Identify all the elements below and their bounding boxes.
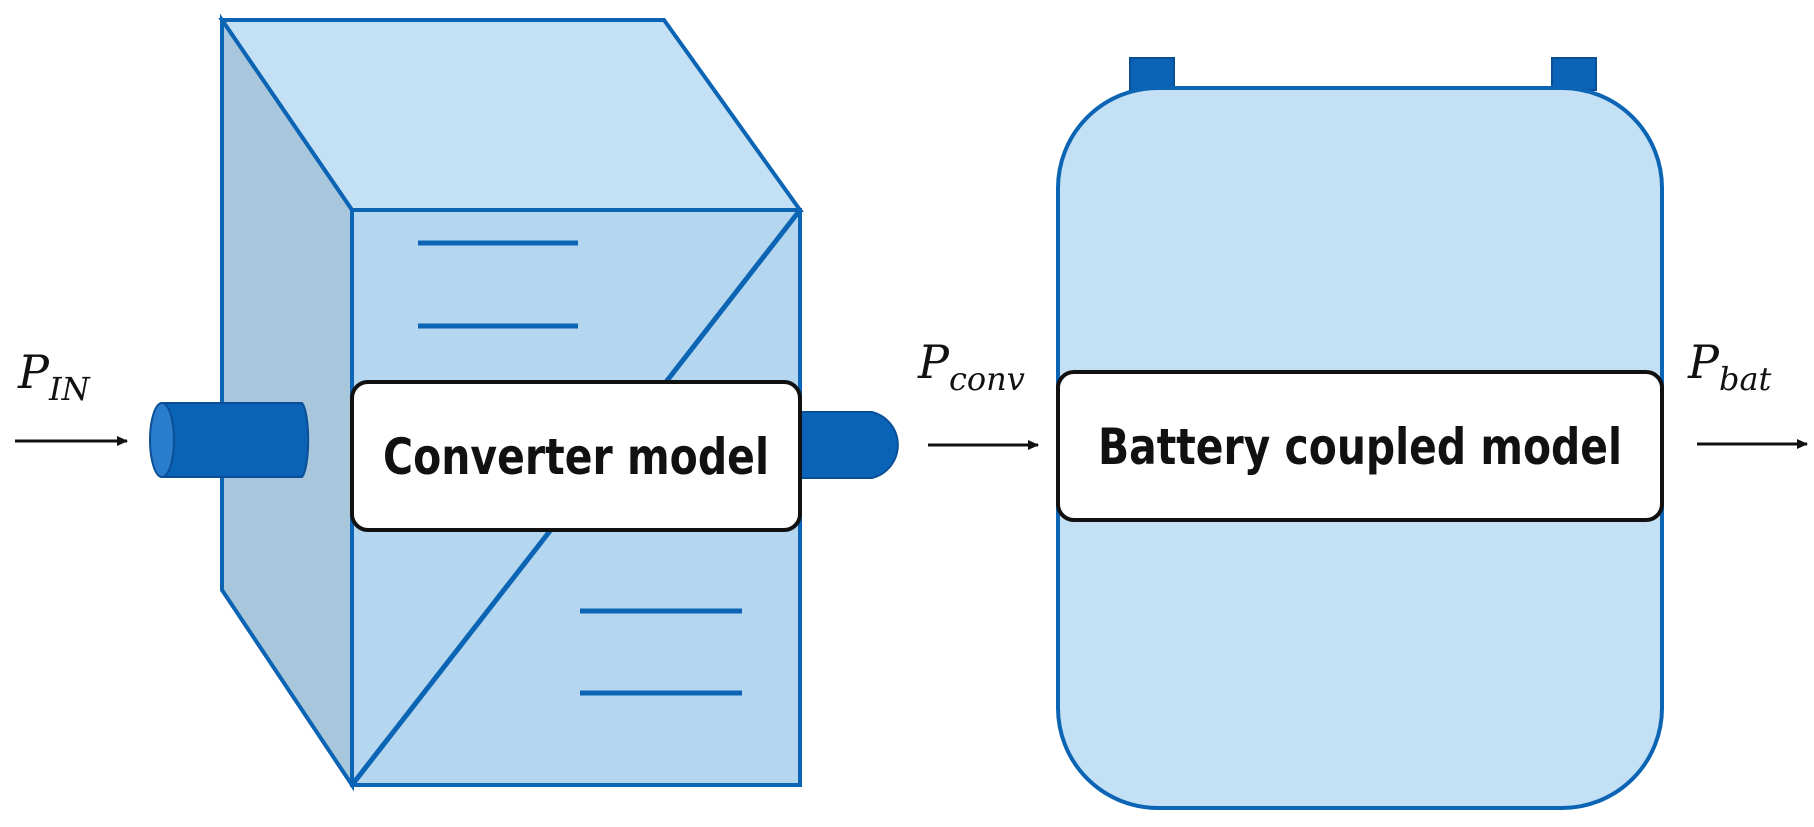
converter-power-label: Pconv — [917, 335, 1025, 398]
battery-terminal-left — [1129, 57, 1175, 91]
converter-output-signal: Pconv — [917, 335, 1039, 450]
converter-label: Converter model — [383, 428, 769, 486]
battery-output-signal: Pbat — [1687, 335, 1808, 449]
input-signal: PIN — [15, 345, 128, 446]
battery-block: Battery coupled model — [1056, 57, 1664, 810]
battery-label: Battery coupled model — [1098, 418, 1622, 476]
battery-terminal-right — [1551, 57, 1597, 91]
converter-block: Converter model — [149, 13, 899, 792]
converter-label-box — [350, 380, 802, 532]
input-power-label: PIN — [17, 345, 91, 408]
converter-input-connector-icon — [149, 402, 310, 478]
converter-output-connector-icon — [799, 411, 899, 479]
battery-label-box — [1056, 370, 1664, 522]
battery-power-label: Pbat — [1687, 335, 1772, 398]
